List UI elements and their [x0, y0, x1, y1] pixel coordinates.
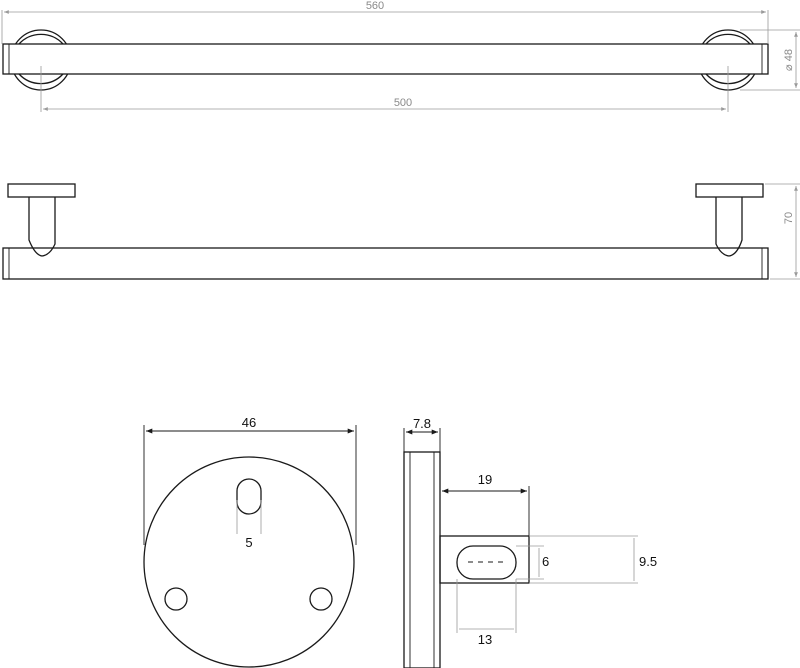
slot-width-label: 5: [245, 535, 252, 550]
block-depth-dimension: 19: [442, 472, 530, 536]
plate-thickness-label: 7.8: [413, 416, 431, 431]
plate-thickness-dimension: 7.8: [403, 416, 441, 452]
projection-height-label: 70: [783, 212, 795, 224]
base-front-hole-right: [309, 587, 333, 611]
overall-length-label: 560: [366, 0, 384, 12]
center-distance-dimension: 500: [43, 97, 726, 111]
projection-height-dimension: 70: [765, 183, 800, 280]
side-view-left-post: [28, 197, 56, 257]
base-front-hole-left: [164, 587, 188, 611]
base-front-slot: [236, 478, 262, 515]
base-front-disc: [143, 456, 355, 668]
side-view-bar: [2, 247, 769, 280]
top-view-bar: [2, 43, 769, 75]
base-diameter-front-dimension: 46: [143, 415, 357, 545]
base-side-slot-hole: [456, 545, 517, 580]
slot-length-label: 13: [478, 632, 492, 647]
base-front-view: 46 5: [143, 415, 357, 668]
base-side-block: [439, 535, 530, 584]
overall-length-dimension: 560: [1, 0, 769, 44]
side-view-left-plate: [7, 183, 76, 198]
slot-width-dimension: 5: [236, 500, 262, 550]
block-height-dimension: 9.5: [529, 535, 657, 584]
side-view-right-post: [715, 197, 743, 257]
block-height-label: 9.5: [639, 554, 657, 569]
hole-height-dimension: 6: [516, 545, 549, 580]
slot-length-dimension: 13: [456, 579, 517, 647]
center-distance-label: 500: [394, 97, 412, 109]
base-front-diameter-label: 46: [242, 415, 256, 430]
block-depth-label: 19: [478, 472, 492, 487]
side-view: 70: [2, 183, 800, 280]
top-view: 560 500 ⌀ 48: [1, 0, 800, 112]
base-diameter-dimension: ⌀ 48: [740, 29, 800, 91]
base-side-plate: [403, 451, 441, 668]
side-view-right-plate: [695, 183, 764, 198]
hole-height-label: 6: [542, 554, 549, 569]
base-diameter-label: ⌀ 48: [783, 49, 795, 71]
base-side-view: 7.8 19 6 9.5 13: [403, 416, 657, 668]
